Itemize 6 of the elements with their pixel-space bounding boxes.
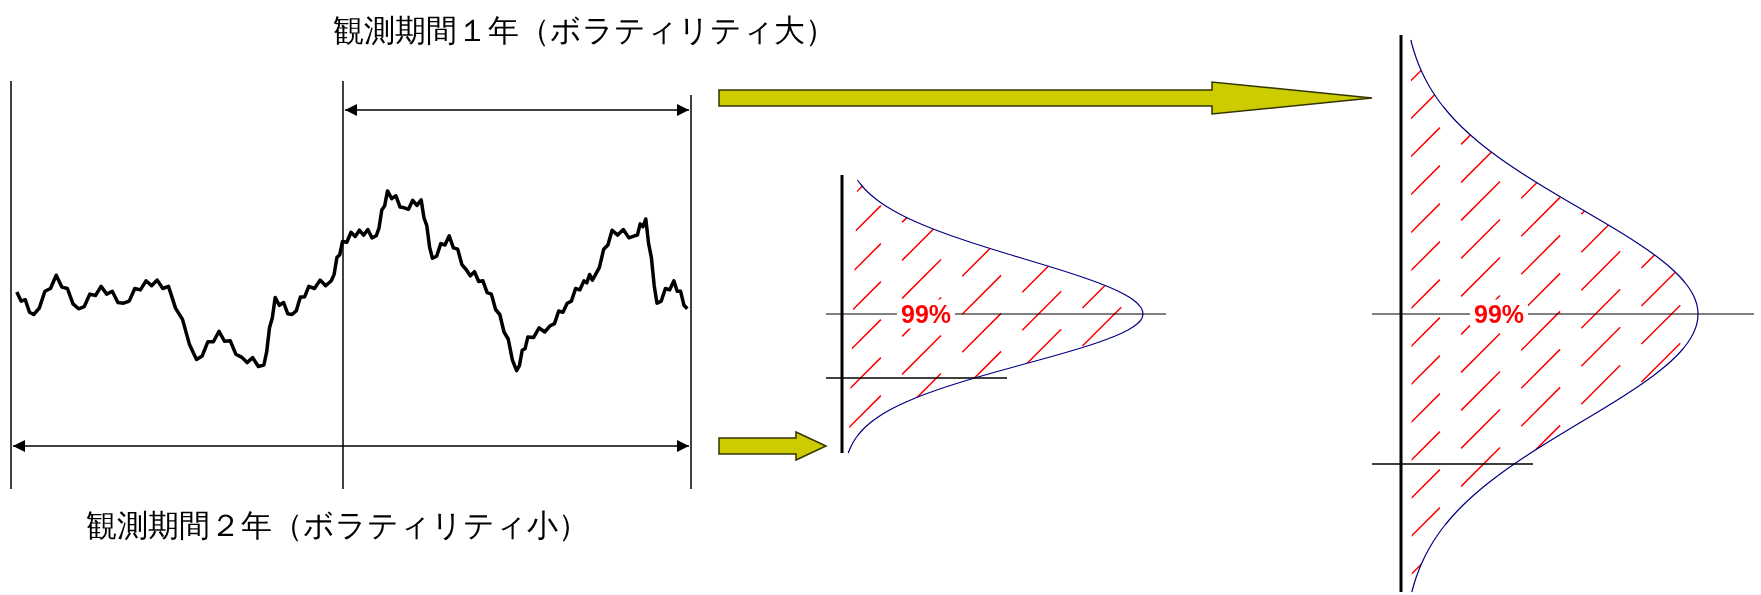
percent-label: 99% xyxy=(897,299,955,329)
period-label: 観測期間２年（ボラティリティ小） xyxy=(85,506,589,545)
period-label: 観測期間１年（ボラティリティ大） xyxy=(332,11,836,50)
block-arrow xyxy=(718,81,1373,115)
percent-label: 99% xyxy=(1470,299,1528,329)
block-arrow xyxy=(718,430,828,462)
